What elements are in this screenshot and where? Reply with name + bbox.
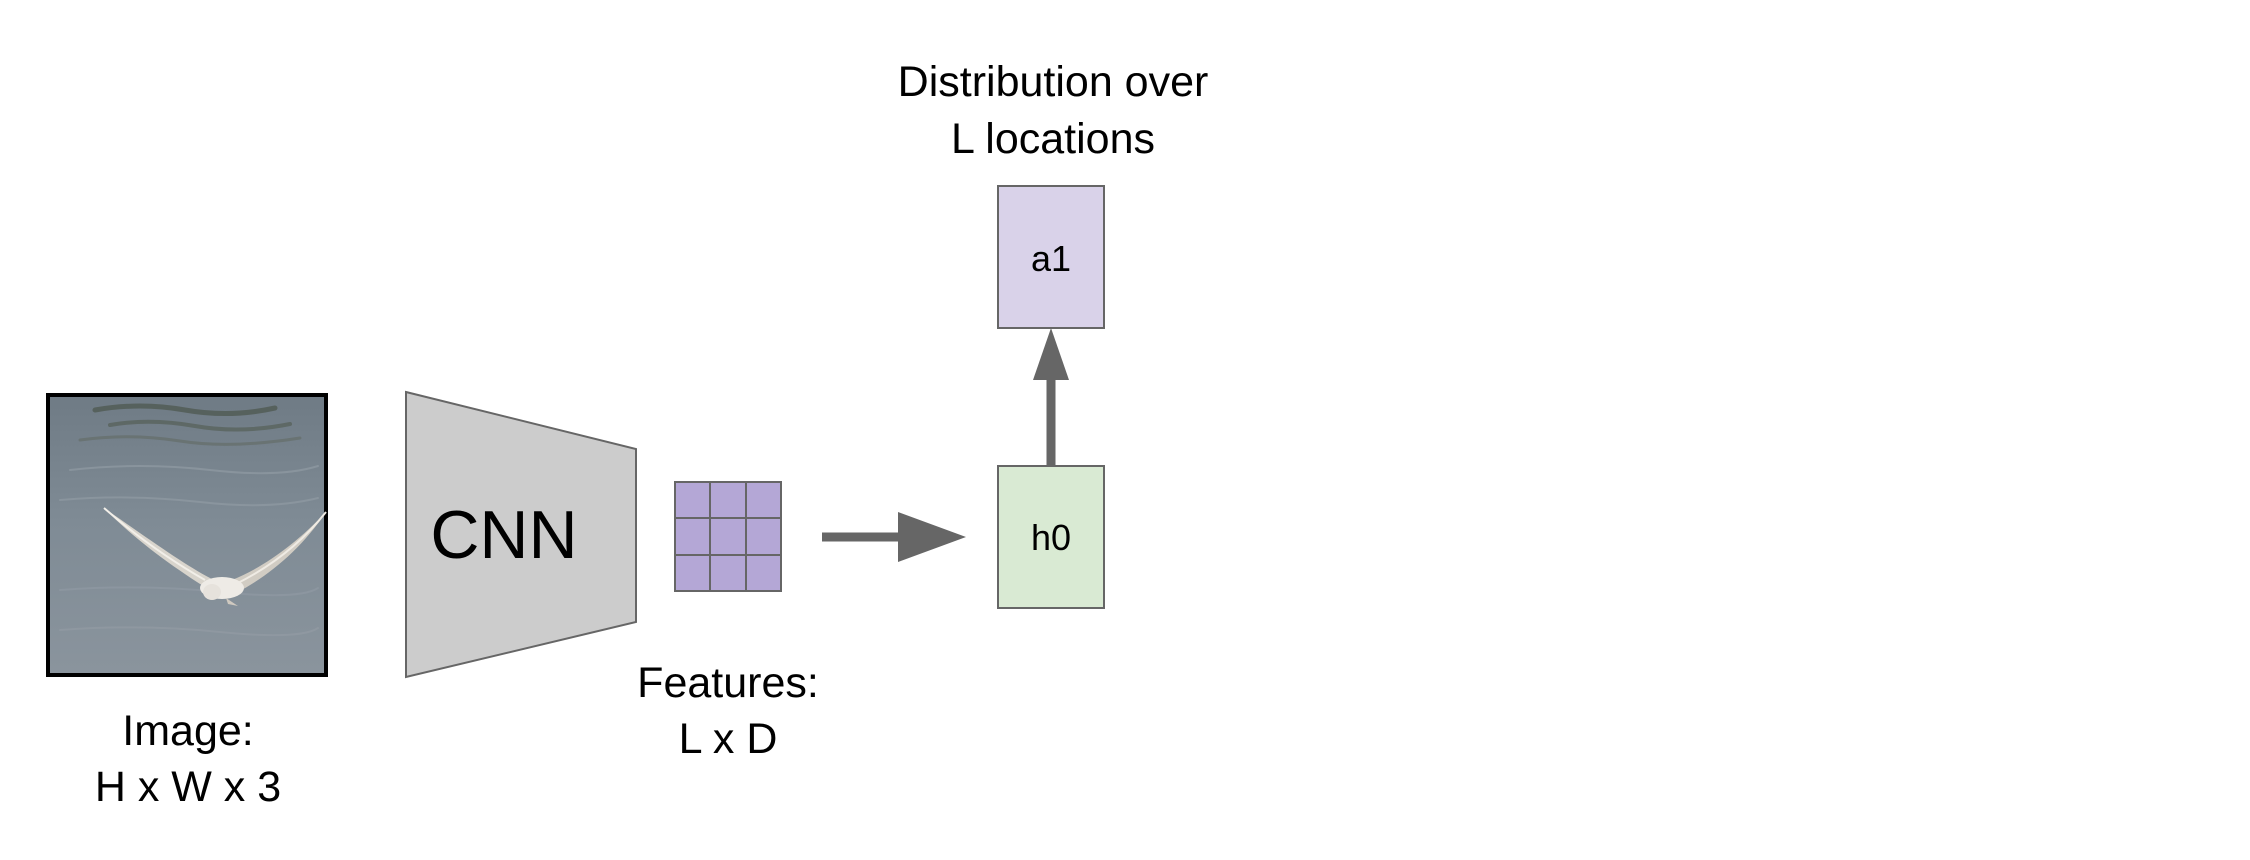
bird-icon — [103, 507, 327, 606]
attention-caption-line2: L locations — [951, 115, 1155, 163]
water-ripples — [59, 403, 319, 637]
cnn-label: CNN — [430, 497, 577, 573]
features-label-line2: L x D — [679, 715, 778, 763]
feature-grid — [674, 481, 782, 592]
hidden-state-label: h0 — [1031, 517, 1071, 558]
cnn-block — [405, 390, 637, 679]
attention-caption-line1: Distribution over — [898, 58, 1209, 106]
hidden-state-box — [997, 465, 1105, 609]
input-image — [46, 393, 328, 677]
arrow-features-to-h0 — [822, 512, 966, 562]
attention-label: a1 — [1031, 238, 1071, 279]
attention-box — [997, 185, 1105, 329]
image-label-line1: Image: — [122, 707, 253, 755]
image-label-line2: H x W x 3 — [95, 763, 281, 811]
features-label-line1: Features: — [637, 659, 819, 707]
arrow-h0-to-a1 — [1033, 328, 1069, 466]
